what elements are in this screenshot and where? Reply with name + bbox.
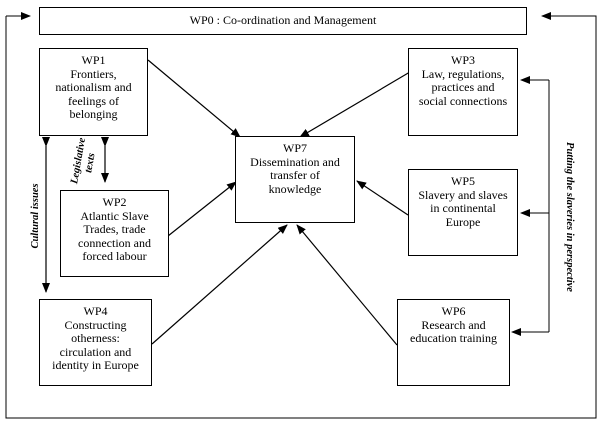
- wp1-line-4: feelings of: [68, 93, 119, 108]
- wp4-line-1: WP4: [83, 304, 108, 318]
- arrow-wp4-to-wp7: [151, 224, 288, 345]
- wp4-line-4: circulation and: [59, 344, 132, 359]
- wp1-line-2: Frontiers,: [70, 66, 117, 81]
- wp7-line-2: Dissemination and: [250, 154, 340, 169]
- wp0-box: WP0 : Co-ordination and Management: [39, 7, 527, 35]
- wp3-line-3: practices and: [431, 80, 495, 94]
- wp5-line-1: WP5: [451, 174, 475, 188]
- wp1-line-5: belonging: [69, 107, 118, 121]
- wp5-line-4: Europe: [445, 214, 481, 229]
- wp3-line-1: WP3: [451, 53, 475, 67]
- arrow-wp1-to-wp7: [147, 59, 241, 138]
- arrow-wp6-to-wp7: [296, 224, 398, 346]
- wp7-line-4: knowledge: [268, 181, 322, 196]
- wp0-line-1: WP0 : Co-ordination and Management: [189, 13, 377, 27]
- wp6-line-1: WP6: [441, 304, 466, 318]
- cultural-issues-label: Cultural issues: [30, 183, 41, 249]
- arrow-wp2-to-wp7: [167, 181, 237, 237]
- wp2-line-5: forced labour: [82, 249, 147, 263]
- outer-loop-line: [5, 12, 597, 419]
- wp6-line-2: Research and: [421, 317, 486, 332]
- wp3-line-4: social connections: [418, 93, 508, 108]
- wp1-line-1: WP1: [81, 53, 106, 67]
- wp2-line-1: WP2: [102, 195, 127, 209]
- wp2-line-3: Trades, trade: [83, 222, 146, 236]
- wp4-line-3: otherness:: [71, 331, 120, 345]
- wp1-line-3: nationalism and: [55, 80, 132, 94]
- wp2-line-2: Atlantic Slave: [80, 208, 149, 223]
- wp5-line-2: Slavery and slaves: [418, 187, 508, 202]
- wp7-line-3: transfer of: [270, 168, 320, 182]
- wp7-line-1: WP7: [283, 141, 307, 155]
- wp4-line-2: Constructing: [64, 317, 127, 332]
- putting-slaveries-perspective-label: Putting the slaveries in perspective: [564, 142, 575, 292]
- wp4-line-5: identity in Europe: [52, 358, 139, 372]
- wp3-line-2: Law, regulations,: [421, 66, 505, 81]
- wp6-line-3: education training: [410, 331, 497, 345]
- arrow-wp5-to-wp7: [356, 180, 409, 216]
- arrow-wp3-to-wp7: [299, 68, 416, 138]
- wp2-line-4: connection and: [78, 235, 151, 250]
- wp5-line-3: in continental: [430, 201, 496, 215]
